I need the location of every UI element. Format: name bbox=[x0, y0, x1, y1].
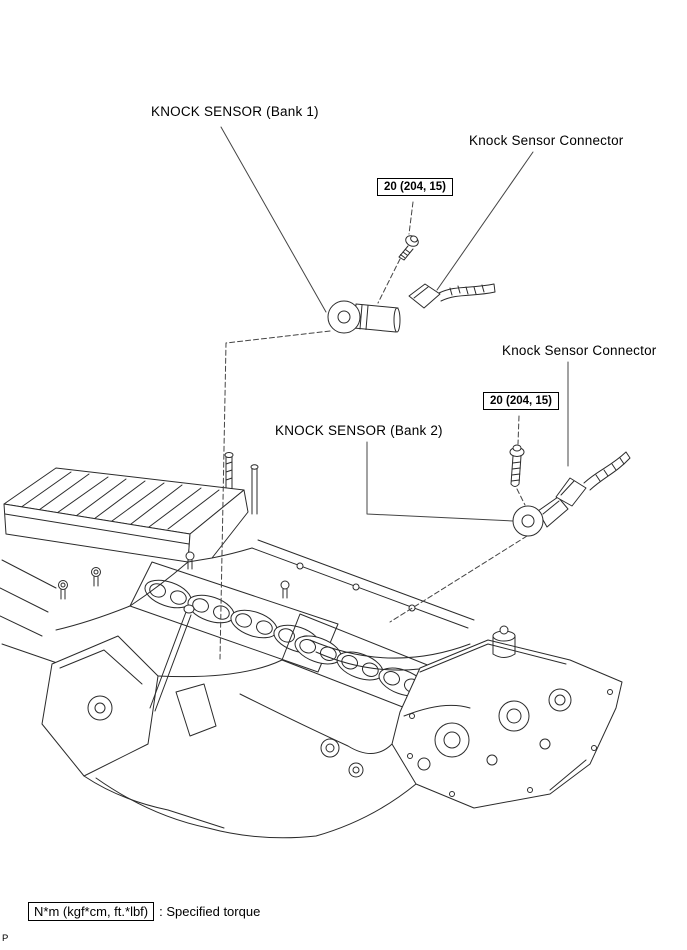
knock-sensor-connector2-graphic bbox=[555, 451, 631, 507]
leader-bank1 bbox=[220, 126, 327, 313]
intake-ports-bank2 bbox=[294, 635, 426, 697]
knock-sensor-bank2-graphic bbox=[512, 496, 569, 537]
timing-cover bbox=[391, 625, 623, 809]
dashed-leader-lines bbox=[219, 201, 528, 660]
label-knock-sensor-bank1: KNOCK SENSOR (Bank 1) bbox=[151, 104, 319, 119]
torque-unit-box: N*m (kgf*cm, ft.*lbf) bbox=[28, 902, 155, 921]
torque-legend: N*m (kgf*cm, ft.*lbf) : Specified torque bbox=[28, 902, 260, 921]
label-knock-sensor-connector-1: Knock Sensor Connector bbox=[469, 133, 624, 148]
leader-lines bbox=[220, 126, 569, 522]
head-studs bbox=[58, 551, 290, 600]
leader-bank2 bbox=[366, 441, 514, 522]
knock-sensor-connector1-graphic bbox=[408, 283, 496, 309]
label-knock-sensor-connector-2: Knock Sensor Connector bbox=[502, 343, 657, 358]
torque-spec-box-1: 20 (204, 15) bbox=[377, 178, 454, 196]
label-knock-sensor-bank2: KNOCK SENSOR (Bank 2) bbox=[275, 423, 443, 438]
knock-sensor-bank1-graphic bbox=[327, 300, 401, 334]
torque-spec-box-2: 20 (204, 15) bbox=[483, 392, 560, 410]
torque-legend-description: : Specified torque bbox=[159, 904, 261, 919]
intake-plenum bbox=[3, 467, 249, 563]
leader-connector1 bbox=[436, 151, 534, 291]
page-marker: P bbox=[2, 933, 9, 944]
bolt-bank2-graphic bbox=[509, 444, 525, 487]
bolt-bank1-graphic bbox=[398, 235, 419, 261]
engine-line-art bbox=[0, 452, 623, 839]
